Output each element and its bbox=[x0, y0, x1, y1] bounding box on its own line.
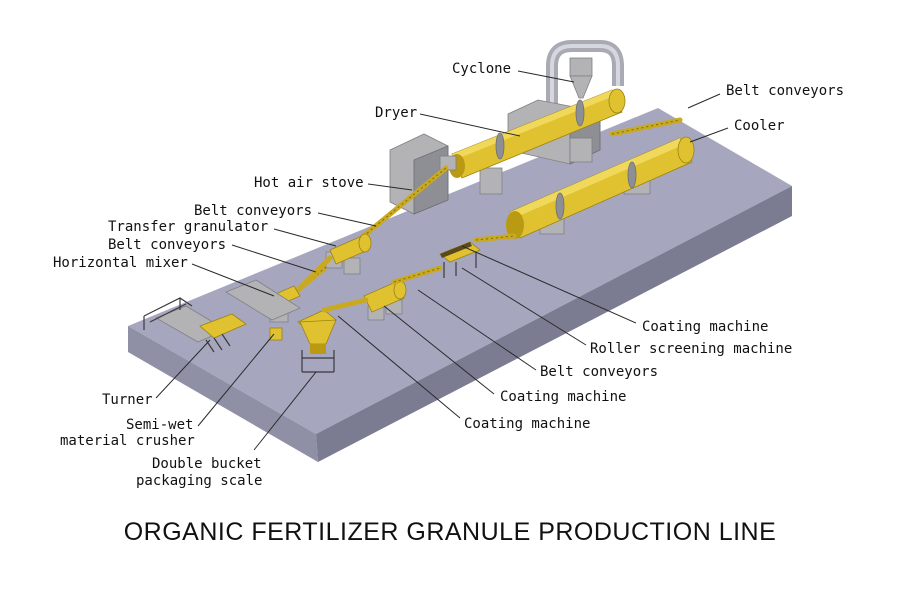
label-horizontal-mixer: Horizontal mixer bbox=[53, 255, 188, 271]
diagram-title: ORGANIC FERTILIZER GRANULE PRODUCTION LI… bbox=[124, 518, 777, 546]
label-belt-conveyors-3: Belt conveyors bbox=[540, 364, 658, 380]
label-hot-air-stove: Hot air stove bbox=[254, 175, 364, 191]
leader-belt-conveyors-top bbox=[687, 93, 721, 109]
cooler-drum-highlight bbox=[510, 138, 683, 219]
belt-conveyor-coating bbox=[321, 297, 369, 313]
label-coating-machine-3: Coating machine bbox=[464, 416, 590, 432]
turner-body bbox=[199, 313, 247, 339]
leader-cooler bbox=[689, 127, 729, 143]
label-dryer: Dryer bbox=[375, 105, 417, 121]
leader-horizontal-mixer bbox=[191, 263, 275, 297]
pit-wall-back bbox=[225, 279, 301, 321]
belt-conveyor-cooler bbox=[473, 233, 517, 243]
screen-top bbox=[440, 242, 472, 258]
turner-rail bbox=[143, 297, 193, 330]
label-cooler: Cooler bbox=[734, 118, 785, 134]
label-belt-conveyors-2: Belt conveyors bbox=[108, 237, 226, 253]
dryer-support-1 bbox=[569, 137, 593, 163]
dryer-ring-2 bbox=[575, 99, 585, 127]
leader-packaging-scale bbox=[253, 371, 317, 451]
label-belt-conveyors-1: Belt conveyors bbox=[194, 203, 312, 219]
label-semi-wet-line2: material crusher bbox=[60, 433, 195, 449]
label-double-bucket-line1: Double bucket bbox=[152, 456, 262, 472]
dryer-drum-highlight bbox=[452, 90, 614, 160]
label-transfer-granulator: Transfer granulator bbox=[108, 219, 268, 235]
labels: Cyclone Belt conveyors Dryer Cooler Hot … bbox=[53, 61, 844, 489]
label-roller-screening-machine: Roller screening machine bbox=[590, 341, 792, 357]
belt-conveyor-top bbox=[609, 117, 683, 137]
label-cyclone: Cyclone bbox=[452, 61, 511, 77]
dryer-drum bbox=[449, 88, 626, 179]
belt-granulator-line bbox=[295, 255, 333, 293]
cooler-drum-end bbox=[677, 136, 695, 164]
leader-coating-machine-2 bbox=[383, 305, 495, 395]
transfer-granulator bbox=[325, 233, 372, 275]
leader-turner bbox=[155, 339, 211, 399]
label-semi-wet-line1: Semi-wet bbox=[126, 417, 193, 433]
leader-semi-wet-crusher bbox=[197, 333, 275, 427]
leader-coating-machine-3 bbox=[337, 315, 461, 419]
cooler-ring-1 bbox=[555, 192, 565, 220]
label-coating-machine-1: Coating machine bbox=[642, 319, 768, 335]
screen-legs bbox=[443, 252, 477, 278]
turner-legs bbox=[205, 333, 231, 353]
cooler-drum bbox=[506, 136, 695, 239]
turner bbox=[143, 297, 247, 353]
cooler-drum-inlet bbox=[506, 211, 524, 239]
scale-bucket bbox=[310, 344, 326, 354]
label-turner: Turner bbox=[102, 392, 153, 408]
label-double-bucket-line2: packaging scale bbox=[136, 473, 262, 489]
leader-lines bbox=[155, 70, 729, 451]
leader-belt-conveyors-3 bbox=[417, 289, 537, 371]
platform-side bbox=[316, 186, 792, 462]
cyclone-duct-highlight bbox=[550, 44, 620, 104]
belt-screen-edge bbox=[393, 267, 441, 283]
leader-dryer bbox=[419, 113, 521, 137]
cyclone-cone bbox=[569, 75, 593, 99]
granulator-end bbox=[358, 233, 372, 253]
platform-front bbox=[128, 326, 318, 462]
cyclone-body bbox=[569, 57, 593, 77]
dryer-support-2 bbox=[479, 167, 503, 195]
packaging-scale bbox=[297, 309, 337, 373]
belt-cooler-edge bbox=[475, 235, 515, 241]
equipment bbox=[143, 40, 695, 373]
dryer-ring-1 bbox=[495, 132, 505, 160]
leader-belt-conveyors-1 bbox=[317, 212, 377, 227]
granulator-support-2 bbox=[343, 257, 361, 275]
semi-wet-crusher bbox=[269, 327, 283, 341]
leader-roller-screening-machine bbox=[461, 267, 587, 346]
leader-hot-air-stove bbox=[367, 183, 413, 191]
crusher-body bbox=[269, 327, 283, 341]
belt-conveyor-screen bbox=[391, 265, 443, 285]
leader-transfer-granulator bbox=[273, 228, 337, 247]
leader-coating-machine-1 bbox=[461, 245, 637, 324]
label-belt-conveyors-top: Belt conveyors bbox=[726, 83, 844, 99]
leader-cyclone bbox=[517, 70, 575, 83]
dryer-drum-end bbox=[608, 88, 626, 114]
belt-coating-line bbox=[321, 297, 369, 313]
leader-belt-conveyors-2 bbox=[231, 244, 317, 273]
cooler-ring-2 bbox=[627, 161, 637, 189]
belt-top-edge bbox=[611, 119, 681, 135]
scale-frame bbox=[301, 350, 335, 373]
cyclone-unit bbox=[546, 40, 624, 104]
label-coating-machine-2: Coating machine bbox=[500, 389, 626, 405]
roller-screening-machine bbox=[439, 241, 481, 278]
belt-conveyor-granulator bbox=[295, 255, 333, 293]
